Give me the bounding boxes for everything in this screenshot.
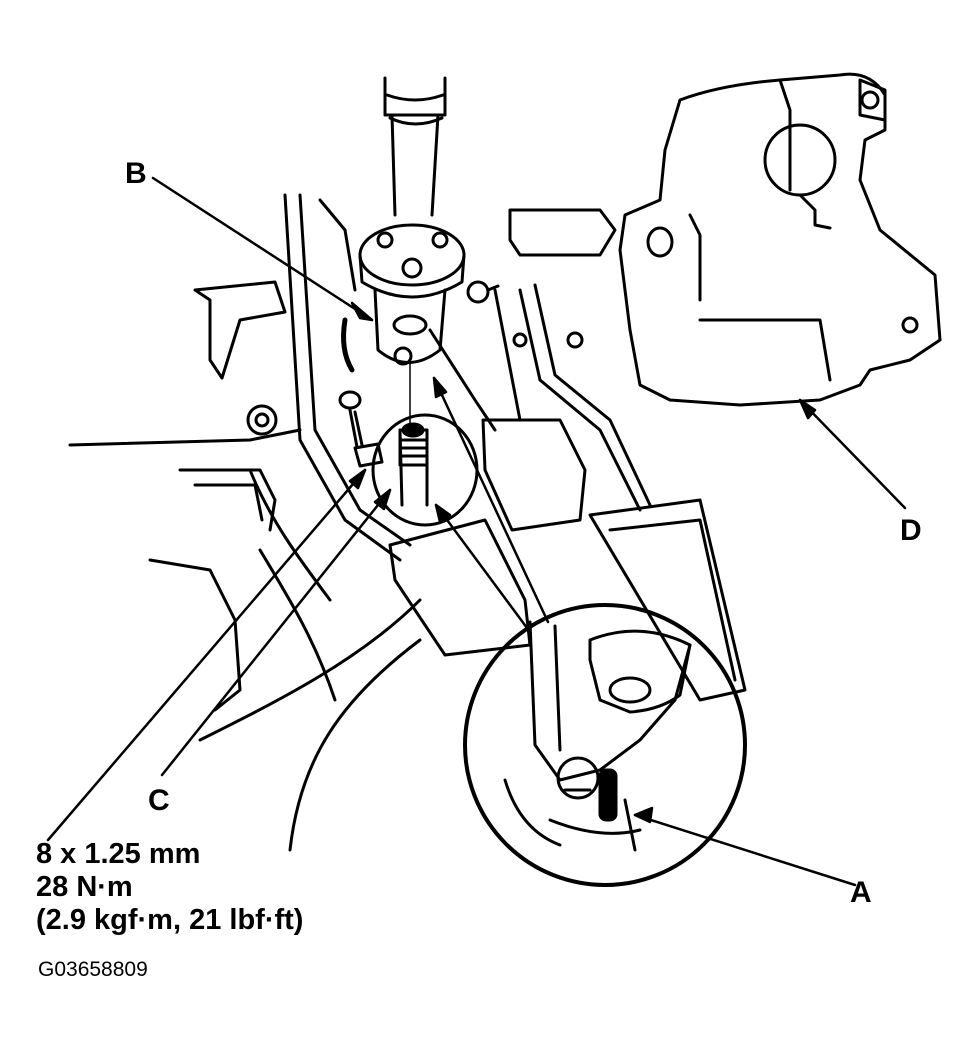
floor-panel-outline (68, 428, 422, 852)
callout-d-label: D (900, 514, 922, 547)
detail-inset (463, 603, 747, 887)
torque-imperial: (2.9 kgf·m, 21 lbf·ft) (36, 904, 304, 936)
pinion-shaft (371, 413, 479, 527)
figure-id: G03658809 (38, 958, 148, 981)
mount-bolt (246, 404, 278, 436)
callout-b-label: B (125, 157, 147, 190)
pedal-arm (512, 283, 652, 512)
callout-c-label: C (148, 784, 170, 817)
torque-nm: 28 N·m (36, 871, 133, 903)
pedal-pads (388, 418, 747, 702)
leader-lines (46, 176, 907, 887)
column-cover-d (618, 72, 942, 407)
torque-spec: 8 x 1.25 mm 28 N·m (2.9 kgf·m, 21 lbf·ft… (36, 838, 303, 937)
joint-bolt (466, 280, 500, 304)
universal-joint (341, 223, 466, 373)
pinch-bolt-c (338, 390, 384, 468)
callout-a-label: A (850, 876, 872, 909)
steering-column-shaft (383, 76, 447, 217)
pedal-bracket (493, 208, 617, 422)
left-bracket (193, 280, 287, 380)
bolt-size: 8 x 1.25 mm (36, 838, 201, 870)
